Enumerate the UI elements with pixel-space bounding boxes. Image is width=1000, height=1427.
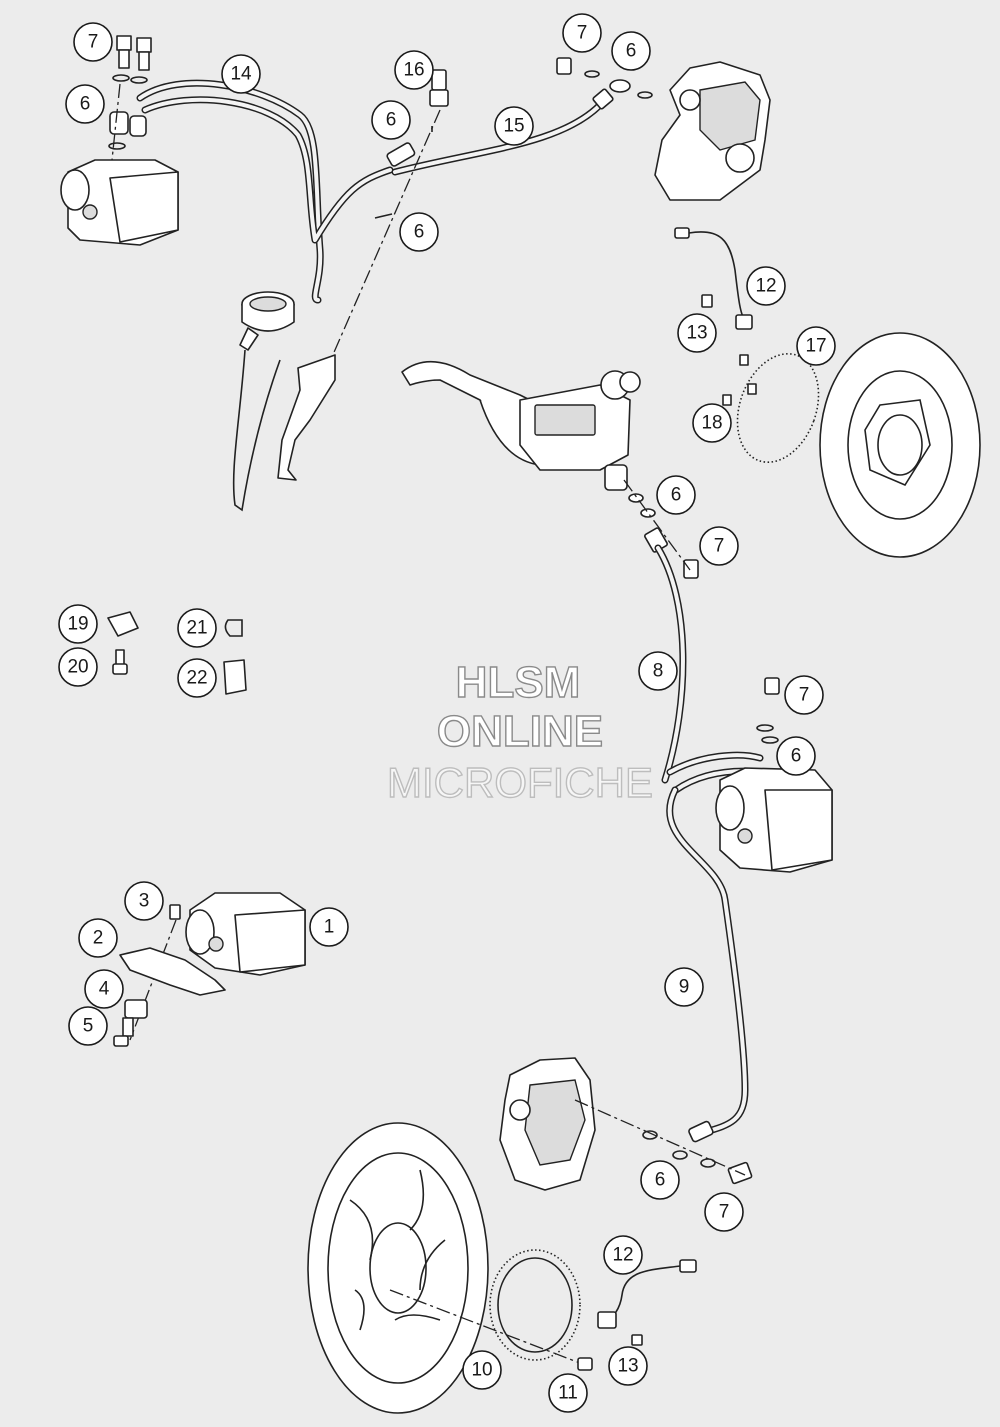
callout-label: 8 [653,661,664,682]
callout-16: 16 [394,50,434,90]
callout-label: 6 [626,41,637,62]
brake-line-9 [666,786,749,1143]
callout-13: 13 [677,313,717,353]
callout-19: 19 [58,604,98,644]
callout-label: 12 [755,276,776,297]
abs-tone-ring-rear [736,352,820,464]
brake-line-14 [136,79,394,304]
callout-label: 11 [558,1383,578,1404]
callout-9: 9 [664,967,704,1007]
callout-7: 7 [699,526,739,566]
rear-master-cylinder [232,291,336,512]
callout-12: 12 [746,266,786,306]
callout-label: 18 [701,413,722,434]
callouts: 7 6 14 16 6 15 6 7 6 12 13 17 18 6 7 19 … [58,13,836,1413]
callout-label: 6 [791,746,802,767]
callout-17: 17 [796,326,836,366]
callout-12: 12 [603,1235,643,1275]
callout-label: 12 [612,1245,633,1266]
callout-3: 3 [124,881,164,921]
callout-label: 1 [324,917,335,938]
front-brake-disc [307,1122,586,1414]
callout-18: 18 [692,403,732,443]
front-brake-caliper [499,1057,753,1191]
callout-7: 7 [562,13,602,53]
callout-label: 6 [414,222,425,243]
callout-20: 20 [58,647,98,687]
callout-label: 4 [99,979,110,1000]
banjo-fitting-16 [299,69,449,431]
callout-10: 10 [462,1350,502,1390]
callout-22: 22 [177,658,217,698]
callout-6: 6 [656,475,696,515]
callout-label: 19 [67,614,88,635]
callout-5: 5 [68,1006,108,1046]
callout-8: 8 [638,651,678,691]
callout-label: 16 [403,60,424,81]
callout-7: 7 [704,1192,744,1232]
rear-brake-caliper [556,57,771,201]
callout-label: 6 [655,1170,666,1191]
callout-label: 5 [83,1016,94,1037]
callout-label: 10 [471,1360,492,1381]
callout-label: 21 [186,618,207,639]
callout-2: 2 [78,918,118,958]
brake-line-8 [654,544,687,784]
watermark-line-2: ONLINE [437,707,603,756]
watermark-line-3: MICROFICHE [387,759,653,806]
abs-unit-middle [666,677,833,873]
callout-label: 7 [719,1202,730,1223]
callout-6: 6 [399,212,439,252]
callout-label: 6 [80,94,91,115]
callout-label: 7 [799,685,810,706]
callout-label: 9 [679,977,690,998]
watermark-line-1: HLSM [456,658,581,707]
rear-brake-disc [819,332,981,558]
callout-1: 1 [309,907,349,947]
callout-label: 14 [230,64,252,85]
callout-11: 11 [548,1373,588,1413]
callout-6: 6 [65,84,105,124]
callout-label: 3 [139,891,150,912]
abs-tone-ring-front [489,1249,593,1371]
abs-unit-top-left [60,35,179,246]
speed-sensor-front [597,1259,697,1346]
small-parts [107,611,247,695]
callout-6: 6 [371,100,411,140]
callout-label: 15 [503,116,524,137]
callout-label: 7 [714,536,725,557]
callout-6: 6 [640,1160,680,1200]
callout-label: 6 [671,485,682,506]
front-brake-lever [401,360,699,579]
callout-label: 22 [186,668,207,689]
callout-6: 6 [776,736,816,776]
callout-label: 7 [577,23,588,44]
callout-label: 17 [805,336,826,357]
callout-13: 13 [608,1346,648,1386]
callout-label: 13 [686,323,707,344]
callout-14: 14 [221,54,261,94]
callout-15: 15 [494,106,534,146]
callout-4: 4 [84,969,124,1009]
callout-label: 6 [386,110,397,131]
callout-21: 21 [177,608,217,648]
callout-label: 2 [93,928,104,949]
callout-7: 7 [73,22,113,62]
callout-label: 20 [67,657,88,678]
watermark: HLSM ONLINE MICROFICHE [386,657,653,806]
callout-6: 6 [611,31,651,71]
abs-unit-bracket-assembly [113,892,306,1047]
callout-7: 7 [784,675,824,715]
callout-label: 13 [617,1356,638,1377]
callout-label: 7 [88,32,99,53]
speed-sensor-rear [674,227,757,406]
